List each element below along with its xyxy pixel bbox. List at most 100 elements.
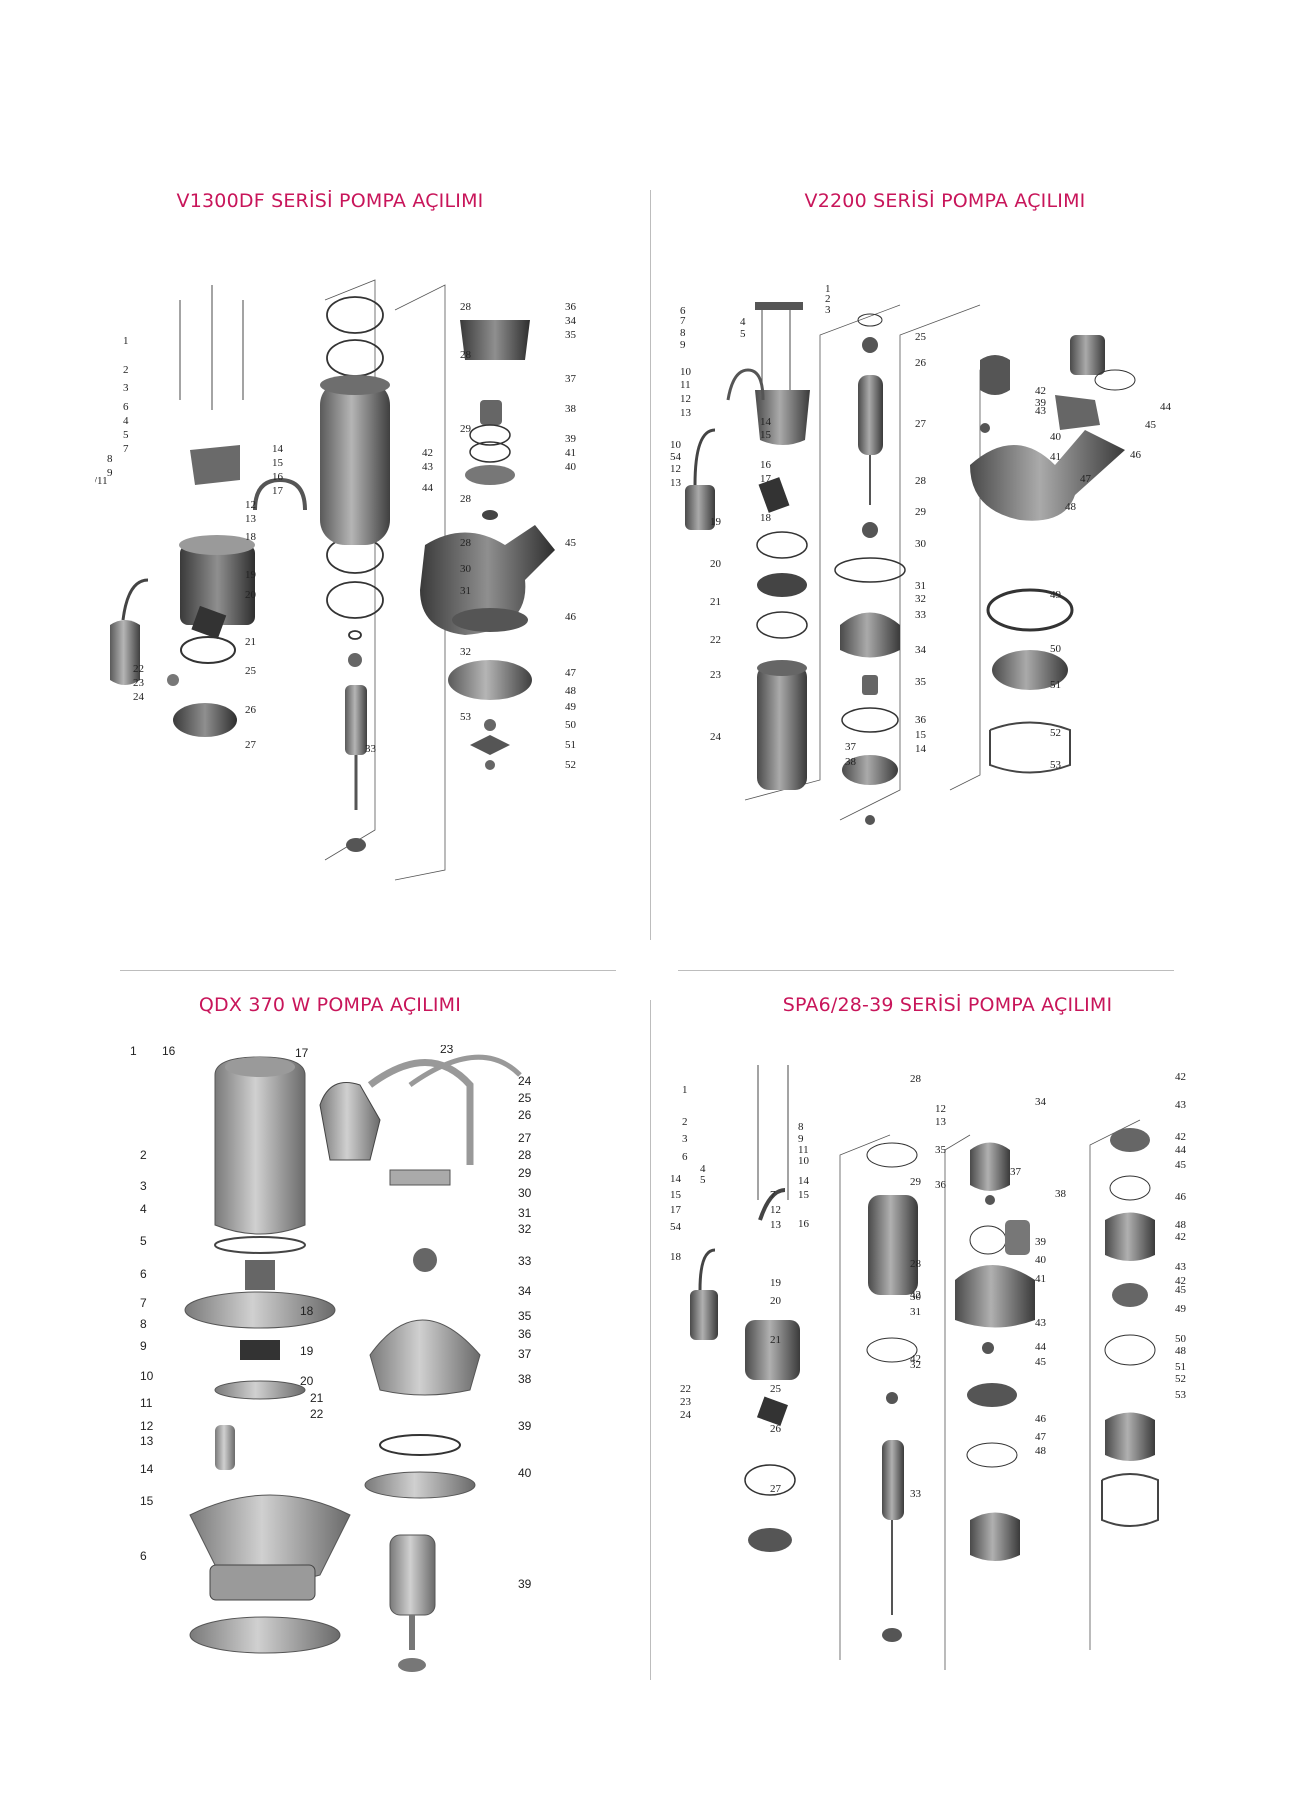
part-number-label: 9 [140, 1339, 147, 1353]
part-number-label: 38 [845, 756, 857, 768]
part-number-label: 38 [565, 403, 577, 415]
part-number-label: 28 [518, 1148, 532, 1162]
part-number-label: 12 [770, 1204, 781, 1216]
part-number-label: 40 [518, 1466, 532, 1480]
part-number-label: 39 [1035, 397, 1047, 409]
part-number-label: 28 [460, 349, 472, 361]
part-number-label: 42 [1175, 1071, 1186, 1083]
vertical-divider-bottom [650, 1000, 651, 1680]
part-number-label: 22 [680, 1383, 691, 1395]
part-number-label: 7 [770, 1189, 776, 1201]
part-number-label: 3 [825, 304, 831, 316]
part-number-label: 39 [518, 1419, 532, 1433]
part-number-label: 4 [123, 415, 129, 427]
part-number-label: 43 [1175, 1261, 1187, 1273]
part-number-label: 44 [1035, 1341, 1047, 1353]
part-number-label: 10 [798, 1155, 810, 1167]
part-number-label: 49 [1175, 1303, 1187, 1315]
part-number-label: 17 [295, 1046, 309, 1060]
part-number-label: 43 [1175, 1099, 1187, 1111]
part-number-label: 42 [1035, 385, 1046, 397]
part-number-label: 14 [272, 443, 284, 455]
part-number-label: 37 [518, 1347, 532, 1361]
panel-title-qdx370: QDX 370 W POMPA AÇILIMI [198, 994, 462, 1016]
part-number-label: 43 [1035, 405, 1047, 417]
part-number-label: 45 [1175, 1159, 1187, 1171]
part-number-label: 24 [680, 1409, 692, 1421]
part-number-label: 9 [680, 339, 686, 351]
part-number-label: 24 [133, 691, 145, 703]
part-number-label: 7 [140, 1296, 147, 1310]
part-number-label: 4 [740, 316, 746, 328]
part-number-label: 21 [710, 596, 721, 608]
part-number-label: 37 [1010, 1166, 1022, 1178]
part-number-label: 28 [460, 537, 472, 549]
part-number-label: 15 [915, 729, 927, 741]
part-number-label: 20 [770, 1295, 782, 1307]
part-number-label: 43 [422, 461, 434, 473]
part-number-label: 45 [565, 537, 577, 549]
part-number-label: 36 [935, 1179, 947, 1191]
panel-title-spa6: SPA6/28-39 SERİSİ POMPA AÇILIMI [782, 994, 1113, 1016]
part-number-label: 11 [140, 1396, 153, 1410]
part-number-label: 27 [245, 739, 257, 751]
part-number-label: 16 [272, 471, 284, 483]
part-number-label: 42 [910, 1353, 921, 1365]
part-number-label: 19 [770, 1277, 782, 1289]
part-number-label: 39 [518, 1577, 532, 1591]
part-number-label: 1 [123, 335, 129, 347]
part-number-label: 40 [1035, 1254, 1047, 1266]
part-number-label: 41 [565, 447, 576, 459]
part-number-label: 54 [670, 451, 682, 463]
part-number-label: 48 [1175, 1345, 1187, 1357]
part-number-label: 43 [1035, 1317, 1047, 1329]
part-number-label: 10/11 [95, 475, 108, 487]
part-number-label: 33 [910, 1488, 922, 1500]
part-number-label: 22 [710, 634, 721, 646]
part-number-label: 14 [140, 1462, 154, 1476]
part-number-label: 20 [710, 558, 722, 570]
part-number-label: 50 [1050, 643, 1062, 655]
part-number-label: 33 [915, 609, 927, 621]
part-number-label: 42 [910, 1289, 921, 1301]
part-number-label: 52 [1175, 1373, 1186, 1385]
part-number-label: 15 [670, 1189, 682, 1201]
part-number-label: 49 [1050, 589, 1062, 601]
part-number-label: 33 [365, 743, 377, 755]
part-number-label: 15 [140, 1494, 154, 1508]
part-number-label: 39 [1035, 1236, 1047, 1248]
part-number-label: 7 [680, 315, 686, 327]
part-number-label: 25 [915, 331, 927, 343]
part-number-label: 30 [915, 538, 927, 550]
part-number-label: 8 [798, 1121, 804, 1133]
part-number-label: 27 [770, 1483, 782, 1495]
part-number-label: 53 [1050, 759, 1062, 771]
part-number-label: 18 [760, 512, 772, 524]
part-number-label: 3 [140, 1179, 147, 1193]
part-number-label: 11 [798, 1144, 809, 1156]
part-number-label: 13 [245, 513, 257, 525]
part-number-label: 14 [798, 1175, 810, 1187]
part-number-label: 3 [682, 1133, 688, 1145]
part-number-label: 34 [565, 315, 577, 327]
part-number-label: 15 [760, 429, 772, 441]
part-number-label: 53 [460, 711, 472, 723]
part-number-label: 40 [565, 461, 577, 473]
part-number-label: 21 [245, 636, 256, 648]
part-number-label: 16 [162, 1045, 176, 1058]
part-number-label: 6 [140, 1267, 147, 1281]
part-number-label: 32 [915, 593, 926, 605]
part-number-label: 36 [565, 301, 577, 313]
part-number-label: 1 [682, 1084, 688, 1096]
part-number-label: 5 [740, 328, 746, 340]
part-number-label: 41 [1050, 451, 1061, 463]
part-number-label: 12 [670, 463, 681, 475]
part-number-label: 31 [915, 580, 926, 592]
part-number-label: 40 [1050, 431, 1062, 443]
